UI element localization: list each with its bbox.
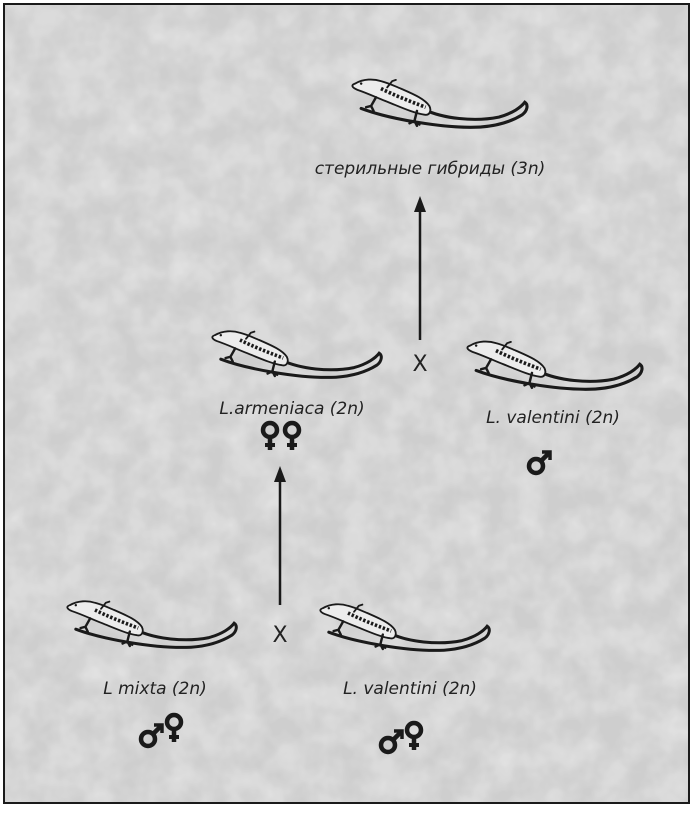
diagram-border (3, 3, 690, 804)
